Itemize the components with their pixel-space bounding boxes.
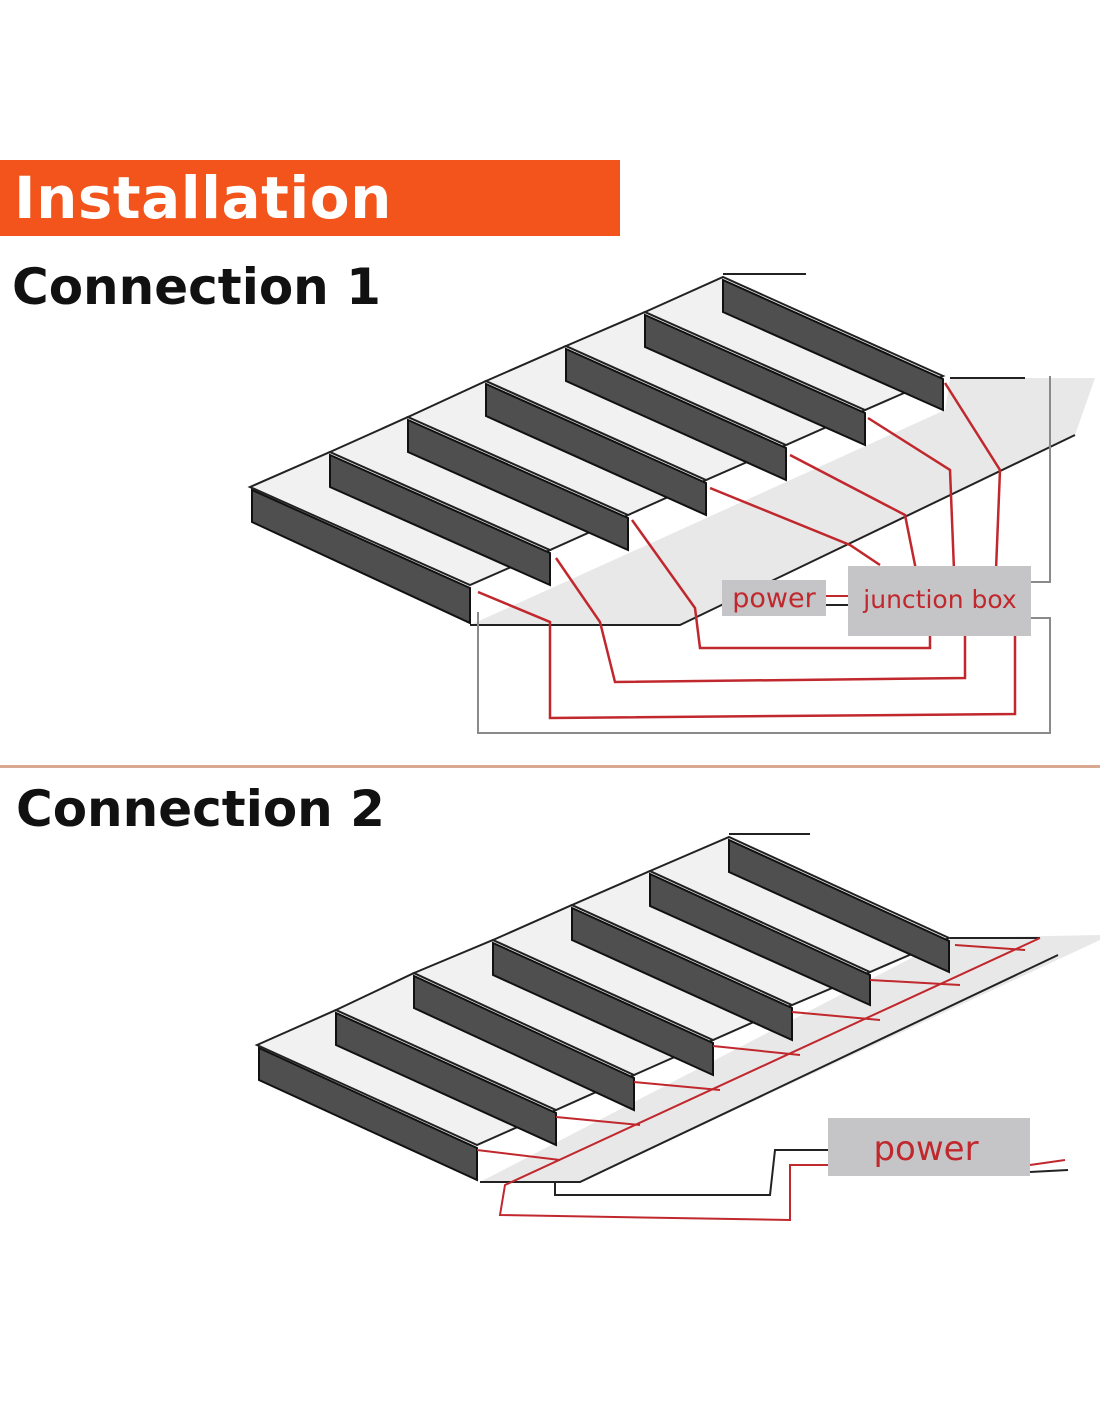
connection-1-diagram: power junction box [247, 273, 1095, 734]
page-title: Installation Method [14, 164, 392, 308]
power-label-box: power [828, 1118, 1030, 1176]
ground-wire [554, 1149, 1069, 1196]
led-strip-3 [413, 974, 635, 1112]
stair-stringer [480, 935, 1100, 1182]
led-step-lights [258, 838, 950, 1182]
led-strip-1 [251, 488, 471, 625]
page-title-banner: Installation Method [0, 160, 620, 308]
led-strip-3 [407, 418, 629, 552]
stringer-edge [470, 434, 1076, 626]
led-strip-6 [644, 313, 866, 447]
led-strip-4 [485, 382, 707, 517]
junction-box-label: junction box [862, 585, 1016, 614]
led-strip-2 [329, 453, 551, 587]
junction-box: junction box [848, 566, 1031, 636]
stair-stringer [470, 378, 1095, 625]
led-step-lights [251, 278, 944, 625]
power-label-box: power [722, 580, 826, 616]
wires-connection-1 [477, 382, 1017, 720]
led-strip-5 [565, 347, 787, 482]
ground-wires [477, 376, 1051, 734]
connection-1-title: Connection 1 [12, 258, 381, 316]
led-strip-5 [571, 906, 793, 1042]
power-label: power [732, 583, 816, 614]
connection-2-title: Connection 2 [16, 780, 385, 838]
power-label: power [873, 1129, 978, 1169]
led-strip-1 [258, 1046, 478, 1182]
wires-connection-2 [476, 937, 1066, 1222]
led-strip-4 [492, 941, 714, 1077]
led-strip-7 [722, 278, 944, 412]
section-divider [0, 765, 1100, 768]
connection-2-diagram: power [254, 833, 1100, 1222]
led-strip-7 [728, 838, 950, 974]
led-strip-6 [649, 872, 871, 1007]
led-strip-2 [335, 1011, 557, 1147]
